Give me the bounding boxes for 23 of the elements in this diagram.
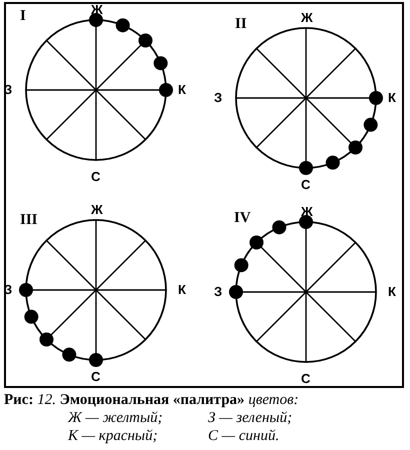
- axis-letter: З: [214, 91, 222, 105]
- legend-text: К — красный;: [68, 428, 158, 445]
- legend-text: Ж — желтый;: [68, 410, 163, 427]
- panel-numeral: III: [20, 212, 38, 228]
- axis-letter: С: [301, 178, 310, 192]
- axis-letter: Ж: [301, 11, 313, 25]
- panel-numeral: II: [235, 16, 247, 32]
- axis-letter: С: [301, 372, 310, 386]
- axis-letter: К: [178, 83, 186, 97]
- axis-letter: К: [388, 91, 396, 105]
- legend-text: С — синий.: [208, 428, 280, 445]
- axis-letter: К: [388, 285, 396, 299]
- panel-numeral: I: [20, 8, 26, 24]
- axis-letter: С: [91, 170, 100, 184]
- panel-numeral: IV: [234, 210, 251, 226]
- axis-letter: Ж: [91, 203, 103, 217]
- axis-letter: К: [178, 283, 186, 297]
- legend-text: З — зеленый;: [208, 410, 292, 427]
- figure-caption: Рис: 12. Эмоциональная «палитра» цветов:: [4, 392, 299, 409]
- axis-letter: З: [214, 285, 222, 299]
- axis-letter: С: [91, 370, 100, 384]
- axis-letter: Ж: [301, 205, 313, 219]
- axis-letter: Ж: [91, 3, 103, 17]
